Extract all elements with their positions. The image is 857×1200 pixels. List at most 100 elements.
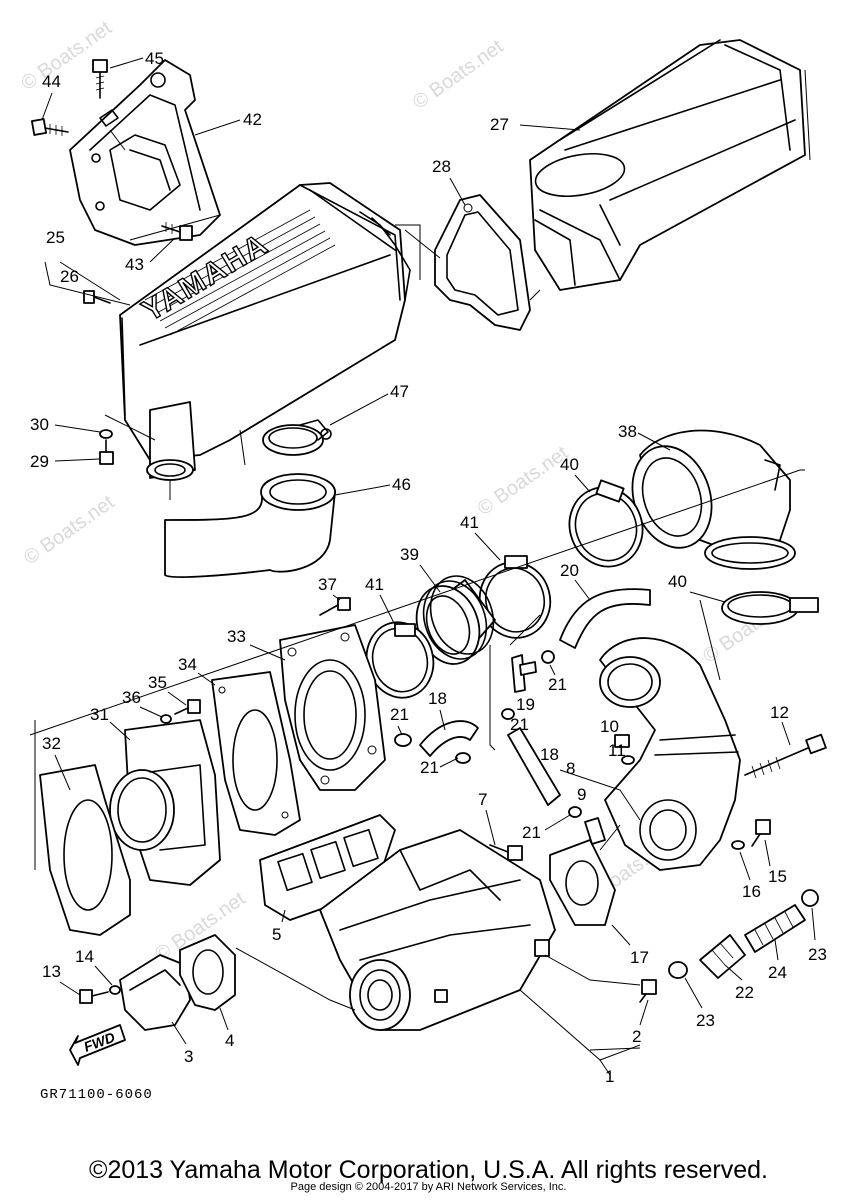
callout-19: 19 (516, 695, 535, 714)
part-21-clip (455, 752, 471, 764)
callout-44: 44 (42, 72, 61, 91)
callout-40: 40 (668, 572, 687, 591)
callout-26: 26 (60, 267, 79, 286)
callout-12: 12 (770, 703, 789, 722)
callout-34: 34 (178, 655, 197, 674)
part-31-adaptor (109, 719, 221, 886)
bolt-15 (751, 819, 771, 847)
callout-1: 1 (605, 1067, 614, 1086)
page-design-credit: Page design © 2004-2017 by ARI Network S… (290, 1181, 567, 1193)
part-46-hose (164, 473, 336, 578)
part-38-elbow (631, 429, 796, 570)
bolt-13 (79, 989, 109, 1004)
part-11-clip (621, 755, 635, 765)
callout-41: 41 (460, 513, 479, 532)
callout-40: 40 (560, 455, 579, 474)
washer-14 (109, 985, 121, 995)
part-40-clamp-upper (568, 479, 644, 568)
watermark: © Boats.net (17, 17, 116, 95)
bolt-26 (83, 290, 111, 304)
callout-9: 9 (577, 785, 586, 804)
callout-21: 21 (510, 715, 529, 734)
assembly-lines (29, 69, 811, 1076)
callout-18: 18 (428, 689, 447, 708)
callout-18: 18 (540, 745, 559, 764)
callout-11: 11 (608, 741, 626, 760)
part-20-hose (559, 588, 651, 649)
callout-21: 21 (420, 758, 439, 777)
part-40-clamp-lower (721, 591, 819, 625)
callout-10: 10 (600, 717, 619, 736)
callout-23: 23 (696, 1011, 715, 1030)
callout-16: 16 (742, 882, 761, 901)
callout-30: 30 (30, 415, 49, 434)
callout-21: 21 (390, 705, 409, 724)
washer-16 (731, 840, 745, 850)
ribbed-lettering-panel (144, 209, 336, 336)
part-24-hose (744, 904, 806, 953)
callout-46: 46 (392, 475, 411, 494)
callout-41: 41 (365, 575, 384, 594)
part-21-clip (501, 708, 515, 720)
part-22-hose-fitting (699, 934, 746, 979)
washer-36 (160, 714, 172, 724)
part-34-gasket (211, 671, 301, 836)
part-39-coupler (415, 575, 496, 665)
part-17-gasket (549, 839, 616, 926)
bolt-12 (744, 733, 827, 779)
callout-7: 7 (478, 790, 487, 809)
callout-47: 47 (390, 382, 409, 401)
part-19-tee-fitting (511, 654, 537, 693)
callout-36: 36 (122, 688, 141, 707)
callout-29: 29 (30, 452, 49, 471)
part-21-clip (394, 733, 412, 747)
callout-32: 32 (42, 734, 61, 753)
watermark: © Boats.net (474, 442, 573, 520)
copyright-notice: ©2013 Yamaha Motor Corporation, U.S.A. A… (89, 1156, 768, 1184)
part-4-gasket (179, 934, 236, 1011)
callout-15: 15 (768, 867, 787, 886)
part-21-clip (568, 806, 582, 818)
bolt-29 (99, 439, 114, 465)
callout-25: 25 (46, 228, 65, 247)
part-23-clip-right (801, 889, 819, 907)
watermark: © Boats.net (20, 491, 119, 569)
callouts: 45 44 42 43 25 26 27 28 30 29 47 46 38 4… (30, 49, 827, 1086)
callout-3: 3 (184, 1047, 193, 1066)
callout-35: 35 (148, 673, 167, 692)
callout-31: 31 (90, 705, 109, 724)
bolt-7 (489, 844, 523, 861)
callout-21: 21 (548, 675, 567, 694)
callout-14: 14 (75, 947, 94, 966)
callout-42: 42 (243, 110, 262, 129)
callout-23: 23 (808, 945, 827, 964)
callout-45: 45 (145, 49, 164, 68)
part-21-clip (541, 650, 555, 664)
part-18-hose-left (419, 720, 479, 757)
callout-22: 22 (735, 983, 754, 1002)
callout-28: 28 (432, 157, 451, 176)
callout-27: 27 (490, 115, 509, 134)
part-47-clamp (262, 419, 332, 456)
callout-17: 17 (630, 948, 649, 967)
bolt-2 (639, 979, 657, 1003)
callout-20: 20 (560, 561, 579, 580)
callout-13: 13 (42, 962, 61, 981)
part-42-bracket (69, 59, 221, 246)
callout-5: 5 (272, 925, 281, 944)
bolt-35 (174, 699, 201, 715)
bolt-37 (319, 597, 351, 616)
part-18-hose-right (507, 727, 561, 806)
part-32-gasket (39, 764, 131, 936)
part-28-gasket (434, 194, 531, 331)
callout-21: 21 (522, 823, 541, 842)
callout-37: 37 (318, 575, 337, 594)
part-33-gasket-plate (279, 624, 386, 791)
watermark: © Boats.net (409, 35, 508, 113)
bolt-45 (92, 59, 108, 99)
fwd-arrow-icon: FWD (69, 1024, 126, 1066)
part-27-housing (529, 39, 806, 291)
washer-30 (99, 429, 113, 439)
bolt-44 (30, 118, 69, 136)
